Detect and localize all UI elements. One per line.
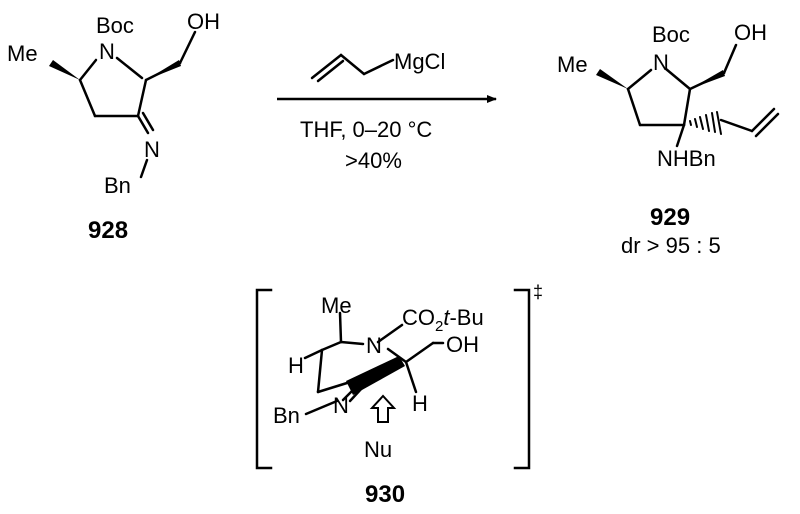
bold-bond [346, 356, 405, 395]
wedge-bond [596, 69, 628, 89]
butyl-label: -Bu [449, 305, 483, 330]
compound-928: Boc N OH Me N Bn 928 [7, 9, 220, 244]
nucleophile-label: Nu [364, 437, 392, 462]
reaction-conditions: THF, 0–20 °C [300, 117, 432, 142]
hydroxyl-label: OH [187, 9, 220, 34]
boc-label: Boc [96, 13, 134, 38]
methyl-label: Me [7, 41, 38, 66]
tert-label: t [443, 305, 450, 330]
compound-number-929: 929 [650, 204, 690, 231]
compound-number-930: 930 [365, 481, 405, 508]
compound-930-bonds [303, 311, 445, 416]
methyl-label: Me [557, 52, 588, 77]
wedge-bond [49, 60, 80, 80]
hashed-wedge-bond [689, 111, 722, 135]
hydroxyl-label: OH [734, 20, 767, 45]
nhbn-label: NHBn [657, 146, 716, 171]
ester-subscript: 2 [435, 318, 443, 335]
reaction-arrow-group: MgCl THF, 0–20 °C >40% [277, 49, 497, 173]
compound-929-bonds [626, 43, 780, 148]
nitrogen-label: N [653, 50, 669, 75]
benzyl-label: Bn [273, 403, 300, 428]
hydrogen-left-label: H [288, 353, 304, 378]
methyl-label: Me [321, 293, 352, 318]
hydroxyl-label: OH [446, 332, 479, 357]
boc-label: Boc [652, 22, 690, 47]
allyl-reagent [310, 53, 395, 83]
imine-double-bond [341, 386, 364, 403]
imine-nitrogen-label: N [333, 393, 349, 418]
diastereomeric-ratio: dr > 95 : 5 [621, 233, 721, 258]
ester-label: CO2t-Bu [402, 305, 484, 335]
wedge-bond [146, 60, 181, 80]
compound-number-928: 928 [88, 217, 128, 244]
reagent-label: MgCl [394, 49, 445, 74]
benzyl-label: Bn [104, 173, 131, 198]
ts-brackets [255, 288, 531, 470]
reaction-yield: >40% [345, 148, 402, 173]
ester-co-label: CO [402, 305, 435, 330]
nucleophile-attack-arrow [369, 394, 397, 423]
double-dagger-symbol: ‡ [533, 282, 543, 302]
compound-929: Boc N OH Me NHBn 929 dr > 95 : 5 [557, 20, 780, 258]
compound-930: ‡ Me CO2t-Bu N OH H H Bn N Nu [255, 282, 543, 508]
nitrogen-label: N [99, 39, 115, 64]
wedge-bond [690, 70, 725, 89]
imine-nitrogen-label: N [144, 137, 160, 162]
compound-928-bonds [78, 30, 197, 179]
nitrogen-label: N [366, 333, 382, 358]
hydrogen-right-label: H [412, 391, 428, 416]
